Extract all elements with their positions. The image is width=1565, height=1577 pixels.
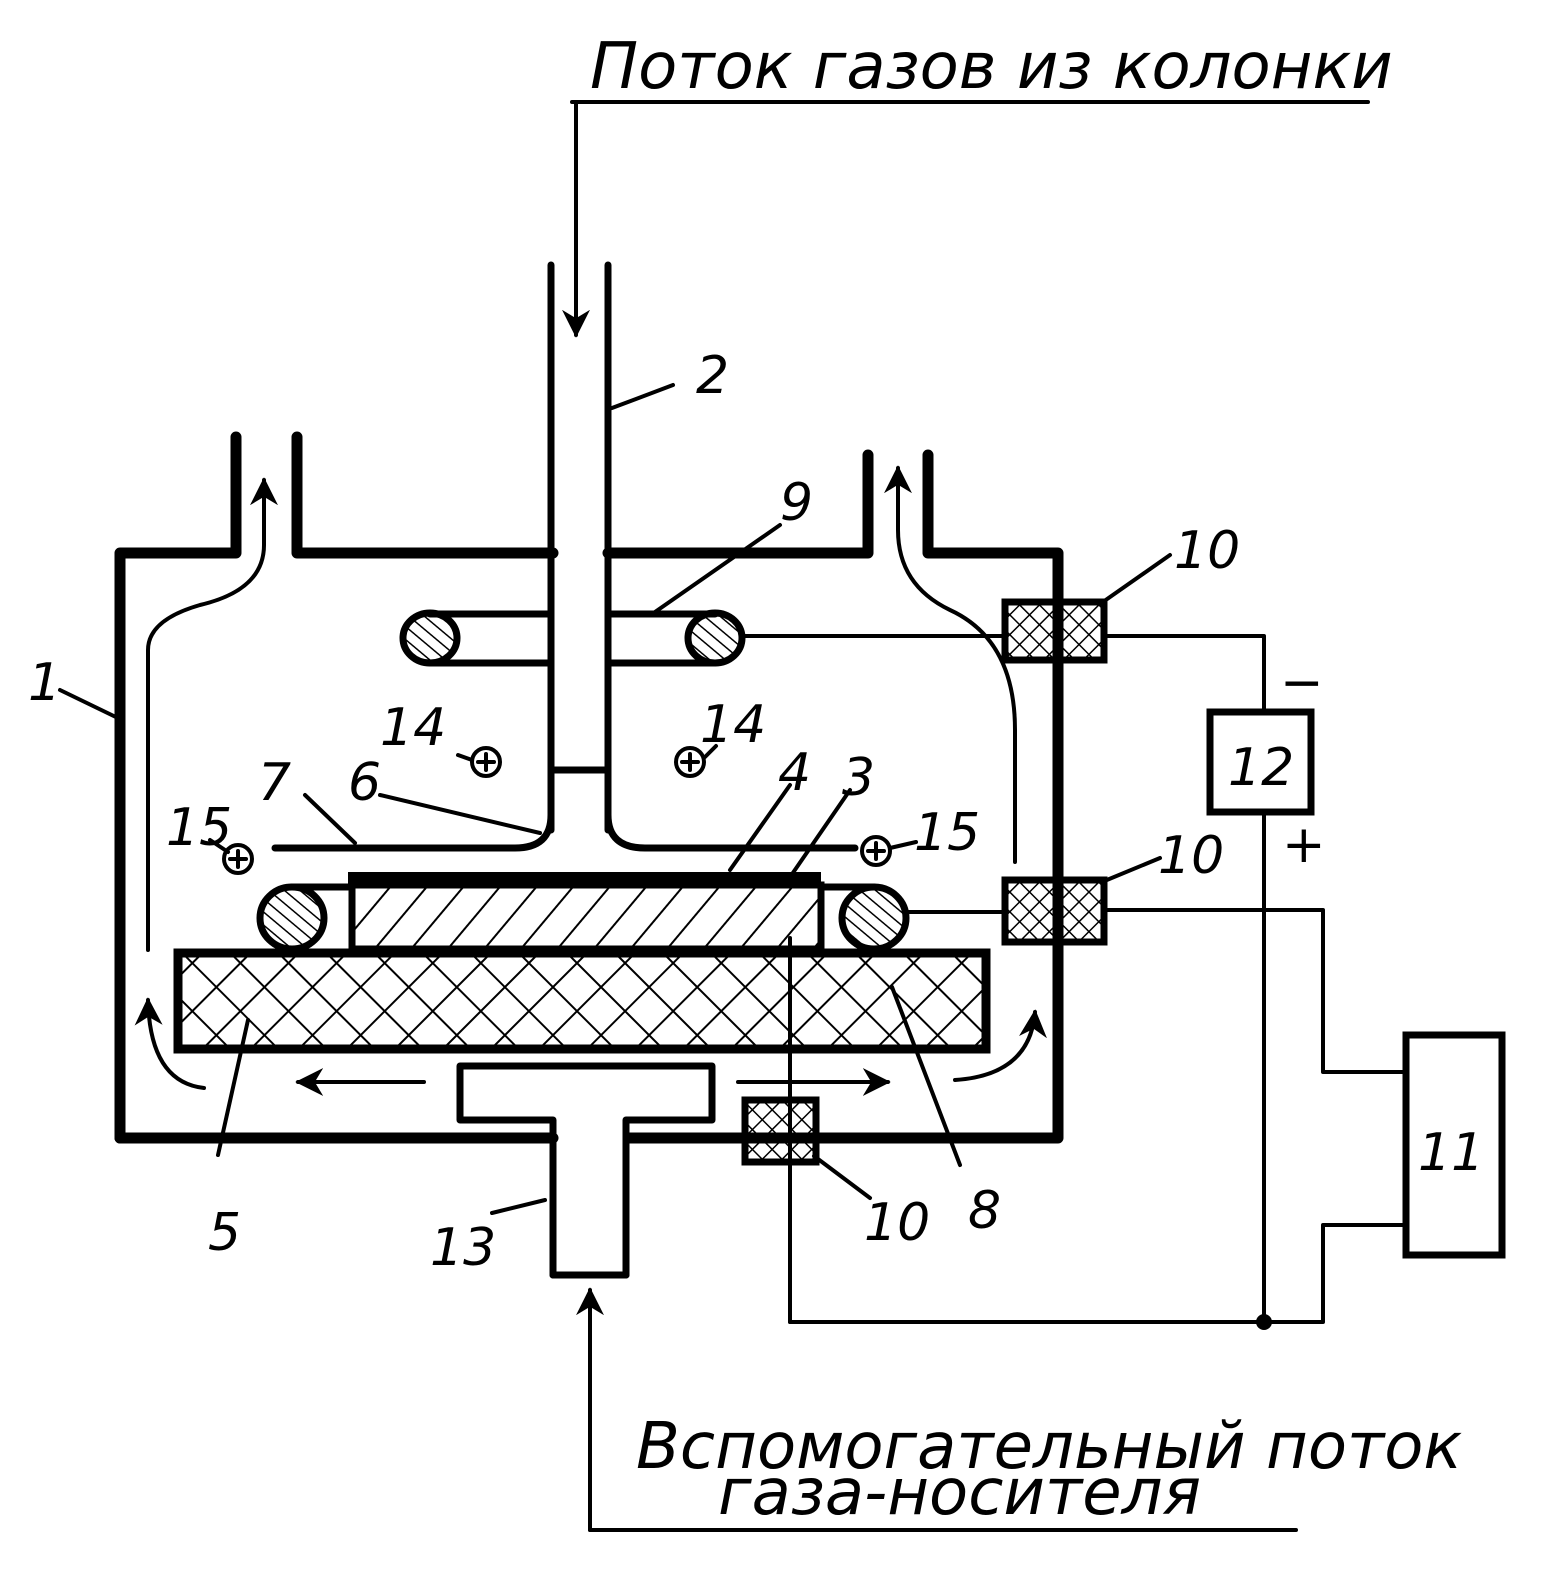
label-8: 8 bbox=[968, 1181, 1001, 1241]
label-11: 11 bbox=[1418, 1123, 1484, 1183]
label-5: 5 bbox=[208, 1203, 241, 1263]
ring-electrode bbox=[403, 613, 1005, 663]
radioactive-source-3 bbox=[352, 885, 821, 949]
label-9: 9 bbox=[780, 473, 813, 533]
label-10-top: 10 bbox=[1174, 521, 1240, 581]
label-15-right: 15 bbox=[914, 803, 980, 863]
label-13: 13 bbox=[430, 1218, 496, 1278]
bottom-caption: Вспомогательный поток газа-носителя bbox=[636, 1410, 1462, 1530]
label-10-middle: 10 bbox=[1158, 826, 1224, 886]
label-14-left: 14 bbox=[380, 698, 446, 758]
label-14-right: 14 bbox=[700, 695, 766, 755]
label-1: 1 bbox=[28, 653, 61, 713]
plus-sign: + bbox=[1282, 815, 1326, 875]
label-6: 6 bbox=[348, 753, 381, 813]
bottom-caption-line2: газа-носителя bbox=[718, 1456, 1201, 1530]
label-3: 3 bbox=[842, 748, 875, 808]
insulator-plate-5 bbox=[178, 953, 986, 1049]
target-assembly bbox=[260, 872, 1005, 949]
label-7: 7 bbox=[258, 753, 291, 813]
label-12: 12 bbox=[1228, 738, 1294, 798]
label-15-left: 15 bbox=[166, 798, 232, 858]
label-2: 2 bbox=[696, 346, 729, 406]
label-4: 4 bbox=[778, 743, 811, 803]
label-10-bottom: 10 bbox=[864, 1193, 930, 1253]
top-caption: Поток газов из колонки bbox=[572, 30, 1393, 335]
top-caption-text: Поток газов из колонки bbox=[590, 30, 1393, 104]
minus-sign: − bbox=[1280, 653, 1324, 713]
